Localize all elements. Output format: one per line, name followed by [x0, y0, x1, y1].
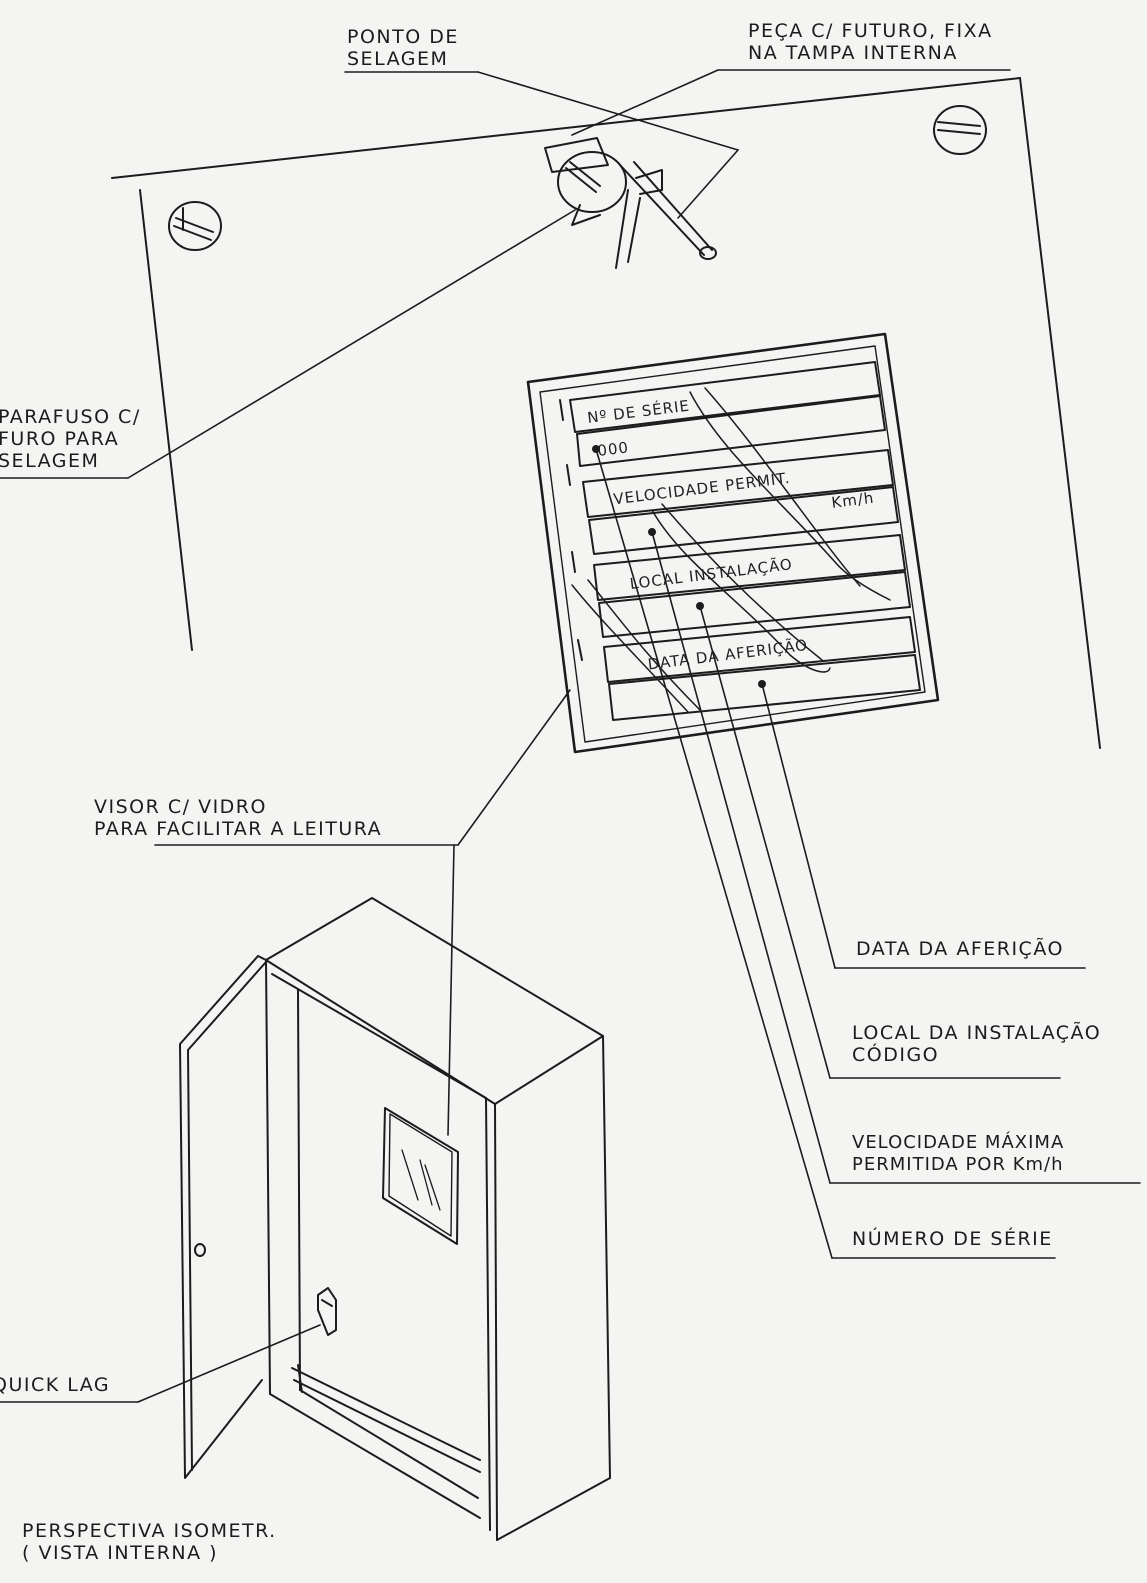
label-data-afericao: DATA DA AFERIÇÃO	[856, 938, 1064, 960]
plate-serial-value: 000	[596, 438, 630, 460]
label-numero-serie: NÚMERO DE SÉRIE	[852, 1228, 1053, 1250]
plate-speed-unit: Km/h	[830, 489, 875, 512]
cabinet	[179, 897, 611, 1541]
sealing-point-mechanism	[544, 137, 717, 269]
screw-left-icon	[168, 201, 222, 251]
label-visor: VISOR C/ VIDRO PARA FACILITAR A LEITURA	[94, 796, 383, 840]
screw-right-icon	[933, 105, 987, 155]
label-perspectiva: PERSPECTIVA ISOMETR. ( VISTA INTERNA )	[22, 1520, 277, 1564]
label-velocidade-maxima: VELOCIDADE MÁXIMA PERMITIDA POR Km/h	[852, 1132, 1065, 1175]
quick-lag-latch-icon	[317, 1287, 337, 1336]
plate-speed-label: VELOCIDADE PERMIT.	[612, 469, 791, 509]
label-ponto-selagem: PONTO DE SELAGEM	[347, 26, 459, 70]
identification-plate: Nº DE SÉRIE 000 VELOCIDADE PERMIT. Km/h …	[526, 332, 940, 754]
label-peca-futuro: PEÇA C/ FUTURO, FIXA NA TAMPA INTERNA	[748, 20, 993, 64]
inner-lid-panel	[111, 77, 1101, 749]
label-local-instalacao: LOCAL DA INSTALAÇÃO CÓDIGO	[852, 1022, 1102, 1066]
door-handle-icon	[194, 1243, 206, 1257]
leader-lines-top	[0, 69, 1011, 479]
leader-lines-plate	[0, 448, 1141, 1403]
label-quick-lag: QUICK LAG	[0, 1374, 111, 1396]
label-parafuso: PARAFUSO C/ FURO PARA SELAGEM	[0, 406, 141, 472]
